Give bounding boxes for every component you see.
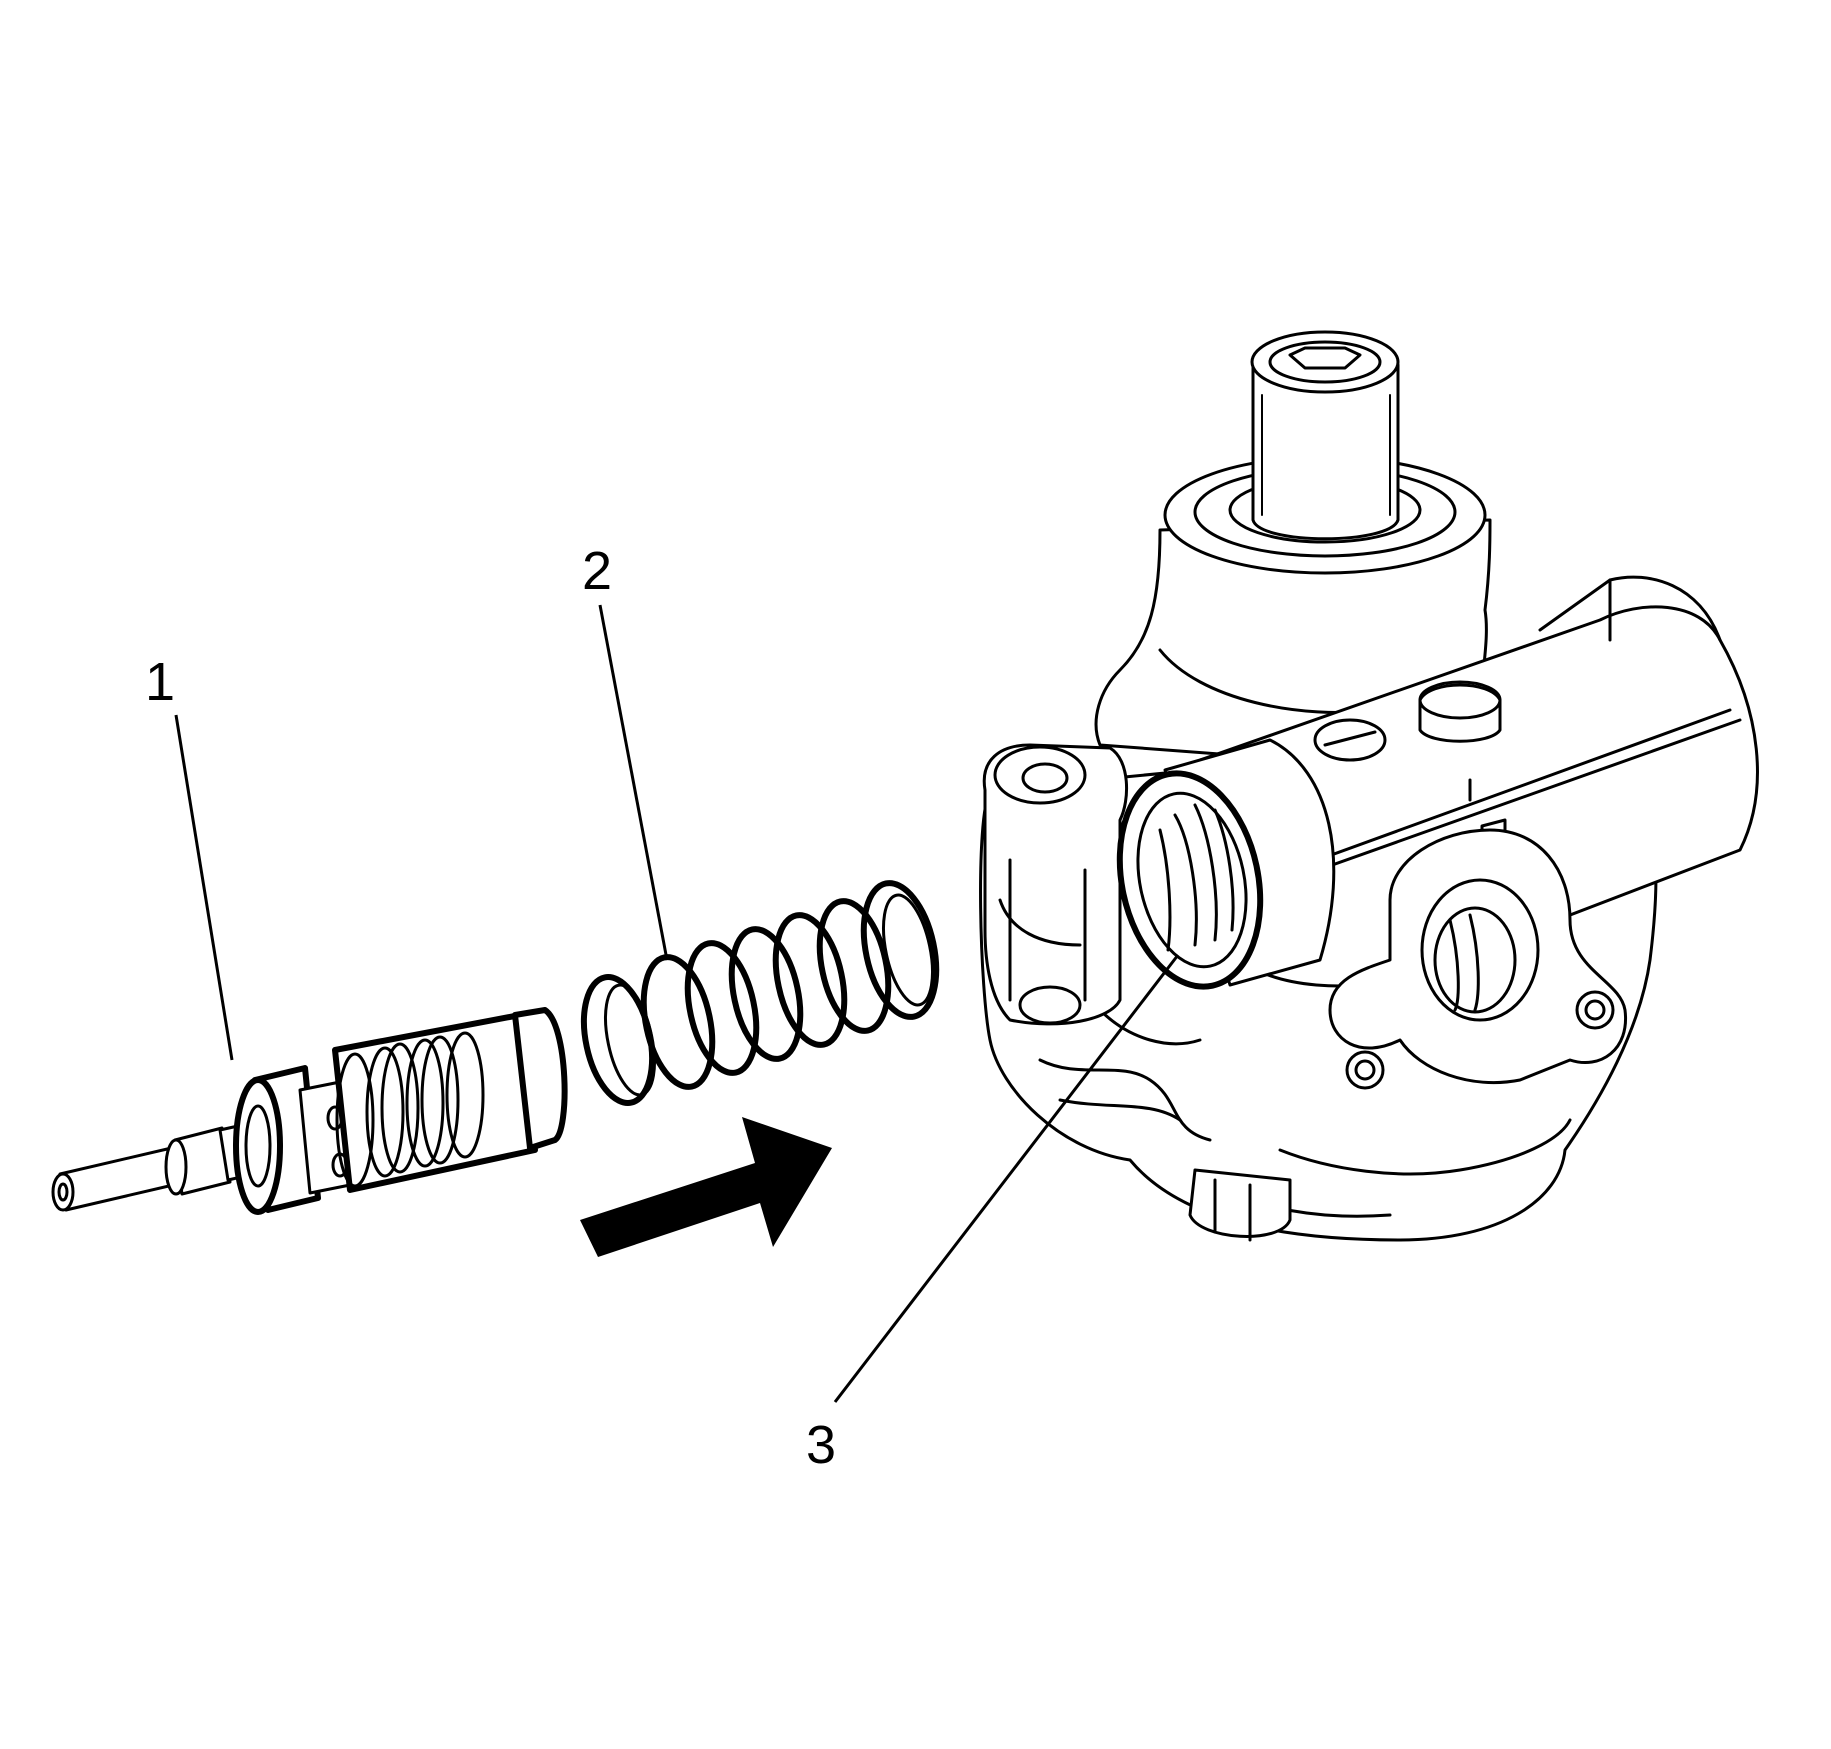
callout-leaders [174, 604, 1180, 1403]
flow-control-spring [580, 880, 940, 1106]
flow-control-valve-bore [1116, 738, 1336, 990]
pump-housing [979, 330, 1759, 1242]
callout-label-2: 2 [582, 541, 613, 601]
flow-control-valve [51, 1007, 568, 1215]
leader-line-3 [833, 954, 1180, 1403]
leader-line-1 [174, 714, 234, 1061]
valve-bore-housing [1198, 575, 1759, 988]
outlet-port [1328, 828, 1628, 1090]
drive-shaft [1250, 330, 1400, 541]
left-mounting-ear [982, 743, 1129, 1026]
bottom-bolt [1188, 1168, 1292, 1242]
callout-label-1: 1 [145, 652, 176, 712]
installation-direction-arrow [580, 1117, 832, 1257]
leader-line-2 [598, 604, 669, 961]
callout-label-3: 3 [806, 1415, 837, 1475]
